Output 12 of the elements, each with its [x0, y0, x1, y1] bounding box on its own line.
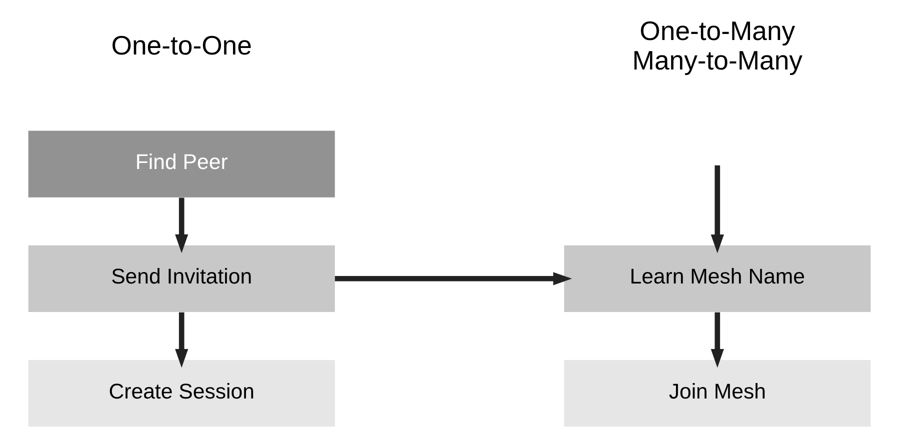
- arrow: [334, 272, 572, 286]
- arrow: [710, 165, 724, 254]
- label: One-to-Many Many-to-Many: [632, 16, 803, 76]
- node-box: Find Peer: [28, 130, 335, 198]
- node-box: Send Invitation: [28, 245, 335, 312]
- arrow: [710, 312, 724, 368]
- arrow: [175, 198, 188, 254]
- node-box: Create Session: [28, 360, 335, 427]
- label: One-to-One: [111, 30, 252, 61]
- node-box: Learn Mesh Name: [564, 245, 871, 312]
- arrow: [175, 312, 188, 368]
- node-box: Join Mesh: [564, 360, 871, 427]
